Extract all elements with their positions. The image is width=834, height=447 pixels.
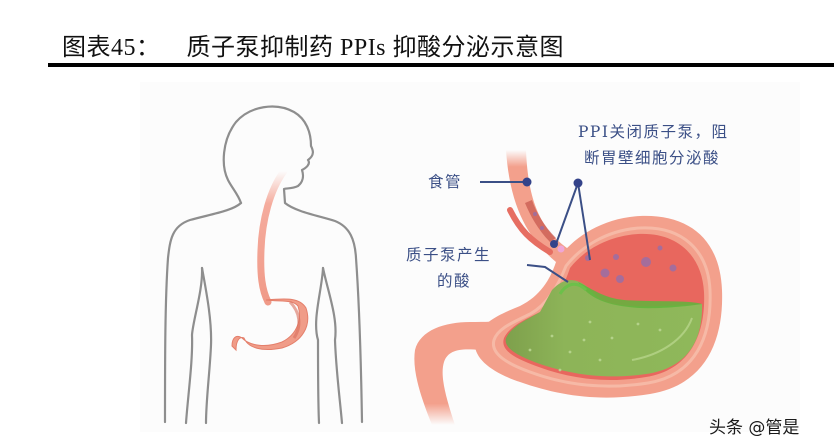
label-acid-line1: 质子泵产生	[406, 246, 492, 264]
label-esophagus: 食管	[428, 173, 463, 191]
proton-pump-dot	[550, 240, 558, 248]
label-ppi-line2: 断胃壁细胞分泌酸	[584, 149, 721, 167]
proton-pump-pink-dot	[557, 245, 565, 253]
pointer-lines	[480, 181, 591, 283]
pointer-dots	[522, 177, 583, 248]
title-divider	[48, 63, 834, 67]
large-stomach	[414, 150, 723, 425]
figure-number: 图表45：	[62, 35, 161, 61]
ppi-pointer-line-left	[555, 182, 579, 245]
figure-title: 图表45： 质子泵抑制药 PPIs 抑酸分泌示意图	[62, 32, 564, 64]
label-ppi-line1: PPI关闭质子泵，阻	[578, 123, 729, 141]
watermark: 头条 @管是	[709, 418, 800, 438]
figure-caption: 质子泵抑制药 PPIs 抑酸分泌示意图	[186, 35, 565, 61]
acid-pointer-line	[526, 264, 569, 283]
ppi-pointer-dot	[573, 178, 583, 188]
ppi-pointer-line-right	[577, 182, 591, 261]
label-acid-line2: 的酸	[437, 272, 472, 290]
human-body-outline	[163, 105, 364, 425]
small-stomach	[231, 167, 309, 352]
esophagus-pointer-dot	[522, 177, 532, 187]
